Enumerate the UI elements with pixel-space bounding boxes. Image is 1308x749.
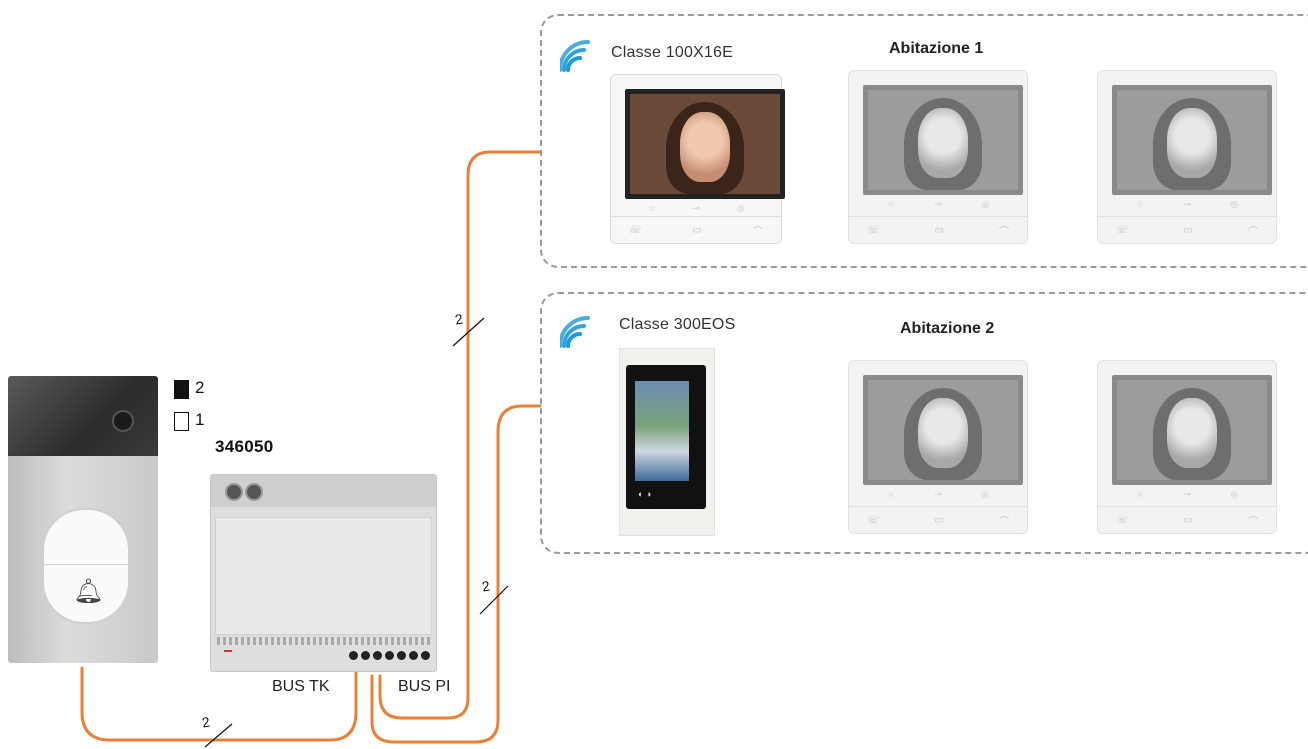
call-button: 🔔︎: [42, 508, 130, 624]
hangup-icon: ⌒: [753, 226, 763, 238]
dip-switch-upper-label: 2: [195, 378, 205, 397]
apartment-2-group: [540, 292, 1308, 554]
wifi-icon: [560, 316, 590, 348]
bell-icon: 🔔︎: [73, 578, 104, 605]
video-monitor-color: ☆⊸◎ ☏▭⌒: [610, 74, 785, 244]
key-icon: ⊸: [934, 199, 942, 209]
power-supply-code: 346050: [215, 437, 274, 456]
apartment-1-class-label: Classe 100X16E: [611, 44, 733, 61]
door-entry-panel: 🔔︎: [8, 376, 158, 663]
wire-count-label: 2: [480, 577, 492, 595]
dip-switch-upper: [174, 380, 189, 399]
apartment-1-group: [540, 14, 1308, 268]
video-monitor: ☆⊸◎ ☏▭⌒: [848, 70, 1028, 244]
apartment-2-title: Abitazione 2: [900, 320, 995, 337]
apartment-2-class-label: Classe 300EOS: [619, 316, 736, 333]
bus-tk-label: BUS TK: [272, 678, 330, 695]
wire-count-label: 2: [453, 310, 465, 328]
bus-pi-label: BUS PI: [398, 678, 451, 695]
power-supply-unit: [210, 474, 437, 672]
dip-switch-lower: [174, 412, 189, 431]
camera-lens: [112, 410, 134, 432]
video-monitor-classe-300eos: ◐ ◑: [619, 348, 715, 536]
video-monitor: ☆⊸◎ ☏▭⌒: [1097, 70, 1277, 244]
video-monitor: ☆⊸◎ ☏▭⌒: [848, 360, 1028, 534]
eye-icon: ◎: [981, 199, 990, 209]
wire-count-label: 2: [200, 713, 212, 731]
dip-switch-lower-label: 1: [195, 410, 205, 429]
apartment-1-title: Abitazione 1: [889, 40, 984, 57]
video-monitor: ☆⊸◎ ☏▭⌒: [1097, 360, 1277, 534]
wifi-icon: [560, 40, 590, 72]
handset-icon: ☏: [629, 224, 642, 236]
